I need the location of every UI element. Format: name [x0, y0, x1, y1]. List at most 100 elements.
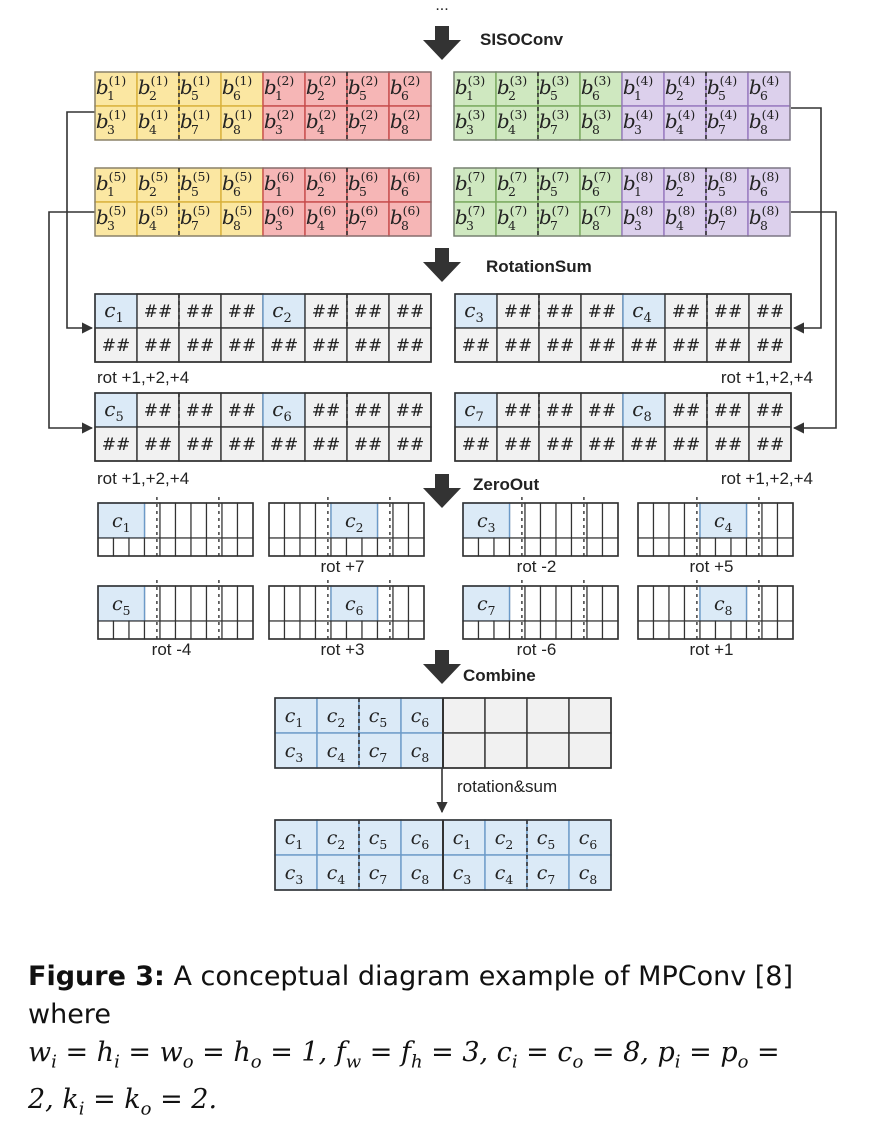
siso-cell-label: b(7)2: [497, 169, 527, 199]
siso-cell-label: b(3)3: [455, 107, 485, 137]
zeroout-cell: [314, 585, 332, 622]
rotsum-cell: [178, 426, 222, 462]
zeroout-cell: [268, 537, 286, 557]
rotsum-cell: [748, 392, 792, 428]
zeroout-c-label: c8: [714, 593, 733, 618]
rotsum-hash-label: ##: [144, 302, 173, 322]
siso-cell: [262, 167, 306, 203]
siso-cell-label: b(3)1: [455, 73, 485, 103]
rotsum-cell: [622, 426, 666, 462]
siso-cell-label: b(6)1: [264, 169, 294, 199]
rot-label-4: rot +1,+2,+4: [721, 469, 813, 488]
siso-cell-label: b(5)8: [222, 203, 252, 233]
zeroout-cell: [236, 537, 254, 557]
combine-c-label: c6: [411, 705, 430, 730]
rotsum-cell: [664, 426, 708, 462]
zeroout-rot-label: rot +5: [690, 557, 734, 576]
rotsum-c-label: c6: [272, 397, 291, 425]
rotsum-hash-label: ##: [672, 302, 701, 322]
zeroout-cell: [745, 537, 763, 557]
siso-cell-label: b(2)4: [306, 107, 336, 137]
zeroout-c-label: c3: [477, 510, 496, 535]
zeroout-outline: [97, 502, 254, 557]
siso-cell-label: b(1)8: [222, 107, 252, 137]
rotsum-cell: [538, 293, 582, 329]
zeroout-cell: [477, 537, 495, 557]
combine-c-label: c7: [537, 862, 556, 887]
combine-c-label: c8: [411, 862, 430, 887]
combine-c-label: c8: [579, 862, 598, 887]
caption-line-1: Figure 3: A conceptual diagram example o…: [28, 958, 864, 1034]
combine-c-label: c5: [369, 827, 388, 852]
zeroout-cell: [462, 620, 480, 640]
combine-cell: [568, 854, 612, 891]
zeroout-cell: [268, 620, 286, 640]
rotsum-hash-label: ##: [756, 435, 785, 455]
combine-cell: [484, 819, 528, 856]
rotsum-hash-label: ##: [546, 302, 575, 322]
siso-cell-label: b(8)5: [707, 169, 737, 199]
rotsum-cell: [304, 392, 348, 428]
combine-cell: [442, 697, 486, 734]
zeroout-c-label: c1: [112, 510, 131, 535]
zeroout-arrow-head: [423, 488, 461, 508]
rotsum-hash-label: ##: [630, 435, 659, 455]
zeroout-cell: [221, 537, 239, 557]
zeroout-block: c5: [97, 580, 254, 643]
siso-cell-label: b(5)5: [180, 169, 210, 199]
zeroout-rot-label: rot +1: [690, 640, 734, 659]
zeroout-cell: [683, 537, 701, 557]
zeroout-cell: [601, 620, 619, 640]
siso-block-outline: [453, 167, 791, 237]
rotsum-block: c1######c2######################: [94, 293, 432, 363]
zeroout-cell: [190, 537, 208, 557]
zeroout-cell: [97, 537, 115, 557]
combine-c-label: c4: [495, 862, 514, 887]
siso-cell-label: b(2)8: [390, 107, 420, 137]
connector-lines: [48, 107, 837, 814]
rotsum-hash-label: ##: [354, 401, 383, 421]
zeroout-cell: [555, 620, 573, 640]
zeroout-cell: [407, 585, 425, 622]
siso-cell: [621, 201, 665, 237]
zeroout-cell: [524, 537, 542, 557]
zeroout-cell: [668, 585, 686, 622]
siso-cell-label: b(3)4: [497, 107, 527, 137]
combine-c-label: c2: [327, 705, 346, 730]
siso-cell-label: b(4)7: [707, 107, 737, 137]
zeroout-outline: [462, 502, 619, 557]
rotsum-hash-label: ##: [354, 336, 383, 356]
zeroout-cell: [221, 502, 239, 539]
siso-cell: [220, 201, 264, 237]
siso-cell-label: b(2)1: [264, 73, 294, 103]
siso-cell-label: b(1)6: [222, 73, 252, 103]
combine-cell: [358, 732, 402, 769]
rotsum-hash-label: ##: [228, 336, 257, 356]
zeroout-outline: [462, 585, 619, 640]
rotsum-hash-label: ##: [504, 302, 533, 322]
zeroout-cell: [205, 502, 223, 539]
zeroout-cell: [761, 585, 779, 622]
zeroout-cell: [601, 502, 619, 539]
zeroout-cell: [683, 502, 701, 539]
figure-caption: Figure 3: A conceptual diagram example o…: [28, 958, 864, 1129]
zeroout-cell: [555, 502, 573, 539]
siso-block-outline: [94, 167, 432, 237]
rotsum-cell: [136, 392, 180, 428]
combine-cell: [484, 697, 528, 734]
combine-c-label: c6: [579, 827, 598, 852]
zeroout-block: c8: [637, 580, 794, 643]
rotsum-c-label: c2: [272, 298, 291, 326]
rotsum-hash-label: ##: [354, 302, 383, 322]
zeroout-cell: [159, 585, 177, 622]
zeroout-c-label: c5: [112, 593, 131, 618]
rotsum-hash-label: ##: [354, 435, 383, 455]
siso-cell-label: b(5)1: [96, 169, 126, 199]
zeroout-cell: [143, 620, 161, 640]
caption-math-line-3: 2, ki = ko = 2.: [28, 1084, 218, 1120]
siso-cell-label: b(1)1: [96, 73, 126, 103]
rotsum-c-label: c8: [632, 397, 651, 425]
zeroout-cell: [683, 585, 701, 622]
rotsum-hash-label: ##: [312, 336, 341, 356]
